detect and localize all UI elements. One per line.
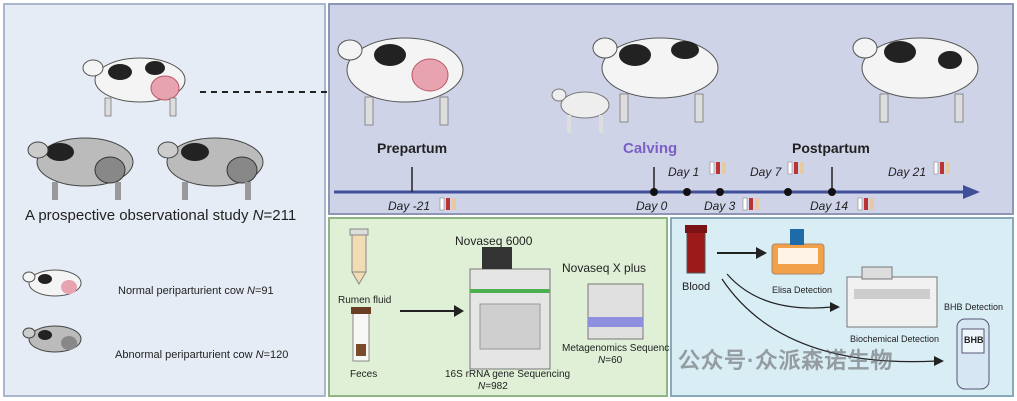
- sequencing-panel: Rumen fluid Feces Novaseq 6000 Novaseq X…: [328, 217, 683, 397]
- day-label: Day 21: [888, 165, 927, 179]
- blood-tube-icon: [685, 225, 707, 274]
- blood-panel: Blood Elisa Detection Biochemical Detect…: [670, 217, 1014, 397]
- metagenomics-label: Metagenomics Sequencing: [562, 343, 683, 354]
- abnormal-cow-icon: [22, 325, 82, 353]
- study-panel: A prospective observational study N=211 …: [3, 3, 326, 397]
- 16s-sample-count: N=982: [478, 381, 508, 392]
- calving-cow-icon: [592, 37, 719, 123]
- sample-tubes-icon: [439, 197, 456, 211]
- elisa-reader-icon: [771, 229, 825, 275]
- prepartum-cow-icon: [337, 37, 464, 126]
- bhb-label: BHB Detection: [944, 302, 1004, 312]
- day-label: Day 0: [636, 199, 668, 213]
- bhb-meter-icon: [956, 318, 990, 390]
- biochemical-label: Biochemical Detection: [850, 334, 940, 344]
- novaseq6000-label: Novaseq 6000: [455, 234, 533, 248]
- day-label: Day 14: [810, 199, 849, 213]
- abnormal-group-label: Abnormal periparturient cow N=120: [115, 349, 289, 361]
- grey-cow-icon: [27, 137, 134, 200]
- normal-cow-icon: [22, 269, 82, 297]
- day-label: Day 3: [704, 199, 736, 213]
- grey-cow-icon: [157, 137, 264, 200]
- novaseqx-label: Novaseq X plus: [562, 261, 647, 275]
- blood-illustration: [685, 225, 990, 390]
- elisa-label: Elisa Detection: [772, 285, 833, 295]
- 16s-sequencing-label: 16S rRNA gene Sequencing: [445, 369, 571, 380]
- feces-label: Feces: [350, 369, 378, 380]
- calf-icon: [551, 88, 610, 133]
- normal-group-label: Normal periparturient cow N=91: [118, 285, 274, 297]
- study-title: A prospective observational study N=211: [25, 207, 297, 224]
- watermark: 公众号·众派森诺生物: [678, 348, 894, 373]
- feces-tube-icon: [351, 307, 371, 362]
- biochemical-analyzer-icon: [846, 266, 938, 328]
- postpartum-cow-icon: [852, 37, 979, 123]
- novaseqx-sequencer-icon: [587, 283, 644, 340]
- sample-tubes-icon: [709, 161, 726, 175]
- timeline-panel: Prepartum Calving Postpartum Day -21 Day…: [328, 3, 1014, 215]
- timeline-illustration: [334, 37, 980, 211]
- sequencing-illustration: [349, 228, 644, 370]
- timeline-arrowhead: [963, 185, 980, 199]
- study-cows-illustration: [22, 57, 264, 353]
- day-label: Day -21: [388, 199, 431, 213]
- metagenomics-sample-count: N=60: [598, 355, 623, 366]
- stage-postpartum: Postpartum: [792, 140, 870, 156]
- day-label: Day 7: [750, 165, 782, 179]
- novaseq6000-sequencer-icon: [469, 247, 551, 370]
- sample-tubes-icon: [787, 161, 804, 175]
- rumen-tube-icon: [349, 228, 369, 285]
- blood-label: Blood: [682, 281, 711, 293]
- bhb-screen-text: BHB: [964, 335, 984, 345]
- rumen-fluid-label: Rumen fluid: [338, 295, 392, 306]
- sample-tubes-icon: [742, 197, 759, 211]
- stage-calving: Calving: [623, 140, 678, 157]
- stage-prepartum: Prepartum: [377, 140, 448, 156]
- sample-tubes-icon: [933, 161, 950, 175]
- day-label: Day 1: [668, 165, 700, 179]
- sample-tubes-icon: [857, 197, 874, 211]
- pregnant-cow-icon: [82, 57, 186, 117]
